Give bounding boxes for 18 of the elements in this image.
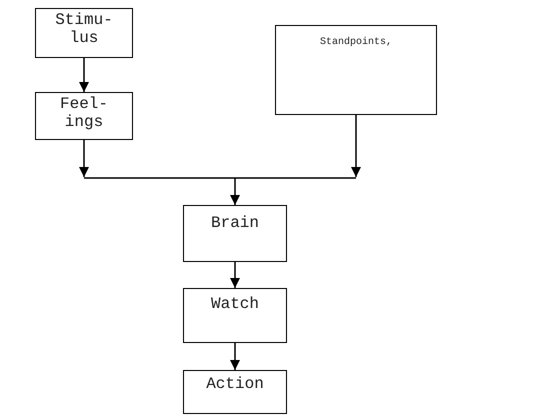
process-box <box>183 288 287 343</box>
arrow <box>79 58 89 92</box>
box-label: Stimu- lus <box>54 11 114 47</box>
box-label: Standpoints, <box>318 36 393 50</box>
arrow <box>351 115 361 177</box>
process-box <box>275 25 437 115</box>
arrow <box>230 262 240 288</box>
process-box <box>35 92 133 140</box>
box-label: Brain <box>210 214 260 232</box>
process-box <box>35 8 133 58</box>
box-label: Watch <box>210 295 260 313</box>
box-label: Action <box>205 375 265 393</box>
box-label: Feel- ings <box>58 95 109 131</box>
merge-arrow <box>83 177 357 206</box>
process-box <box>183 205 287 262</box>
arrow <box>79 140 89 177</box>
process-box <box>183 370 287 414</box>
arrow <box>230 343 240 370</box>
